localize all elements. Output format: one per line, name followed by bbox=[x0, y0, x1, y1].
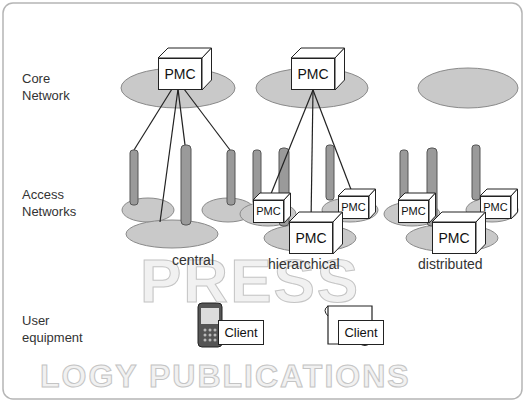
core-network-ellipse bbox=[418, 68, 518, 108]
antennas bbox=[130, 145, 480, 226]
pmc-cube: PMC bbox=[158, 58, 202, 90]
link-line bbox=[269, 90, 314, 200]
pmc-label: PMC bbox=[483, 201, 508, 214]
architecture-label: central bbox=[172, 252, 214, 269]
pmc-cube: PMC bbox=[398, 200, 429, 223]
cube-side bbox=[476, 212, 486, 254]
pmc-label: PMC bbox=[401, 205, 426, 218]
frame bbox=[3, 3, 522, 399]
link-line bbox=[311, 90, 313, 222]
pmc-label: PMC bbox=[438, 230, 470, 246]
pmc-cube: PMC bbox=[289, 222, 333, 254]
pmc-cube: PMC bbox=[253, 200, 284, 223]
cube-side bbox=[369, 189, 376, 219]
link-line bbox=[313, 90, 354, 196]
pmc-cube: PMC bbox=[291, 58, 335, 90]
pmc-label: PMC bbox=[341, 201, 366, 214]
client-label: Client bbox=[224, 325, 258, 340]
layer-label: User equipment bbox=[22, 312, 92, 346]
watermark: LOGY PUBLICATIONS bbox=[40, 360, 411, 392]
client-box: Client bbox=[338, 320, 384, 345]
layer-label: Access Networks bbox=[22, 186, 84, 220]
client-box: Client bbox=[218, 320, 264, 345]
pmc-label: PMC bbox=[256, 205, 281, 218]
pmc-label: PMC bbox=[297, 66, 329, 82]
cube-side bbox=[333, 212, 343, 254]
cube-side bbox=[202, 48, 212, 90]
pmc-label: PMC bbox=[295, 230, 327, 246]
architecture-label: distributed bbox=[418, 256, 483, 273]
cube-side bbox=[429, 193, 436, 223]
access-network-ellipse bbox=[126, 220, 218, 248]
client-label: Client bbox=[344, 325, 378, 340]
pmc-label: PMC bbox=[164, 66, 196, 82]
cube-side bbox=[511, 189, 518, 219]
cube-side bbox=[284, 193, 291, 223]
cube-side bbox=[335, 48, 345, 90]
architecture-label: hierarchical bbox=[268, 256, 340, 273]
pmc-cube: PMC bbox=[432, 222, 476, 254]
layer-label: Core Network bbox=[22, 70, 84, 104]
